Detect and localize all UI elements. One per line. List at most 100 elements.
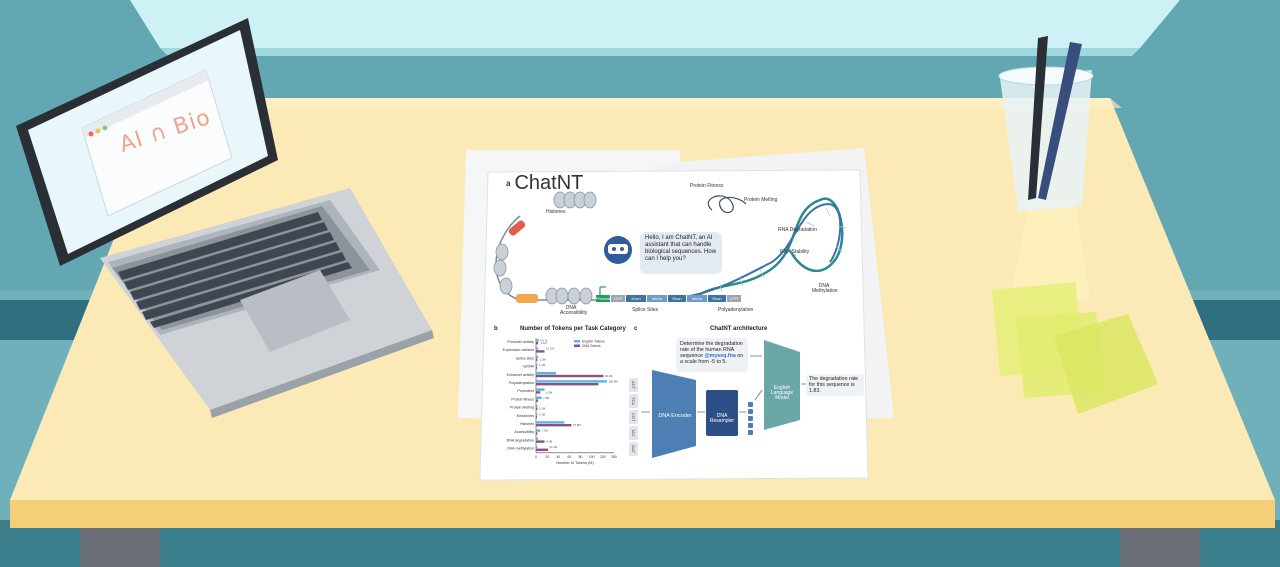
- gene-part-exon: Exon: [668, 295, 686, 302]
- chart-value-label: 2.5M: [540, 358, 547, 362]
- chart-bar: [536, 432, 538, 435]
- panel-a-label: a: [506, 179, 511, 189]
- label-dna-methylation: DNA Methylation: [812, 283, 838, 294]
- window-dots: [88, 125, 108, 137]
- chatnt-title: ChatNT: [514, 172, 584, 194]
- chart-value-label: 6.3M: [546, 390, 553, 394]
- chart-x-tick: 60: [568, 455, 572, 459]
- chart-bar: [536, 415, 537, 419]
- chart-value-label: 67.8M: [573, 423, 581, 427]
- chart-category-label: Protein fitness: [511, 397, 534, 401]
- chart-bar: [536, 404, 538, 408]
- chart-category-label: RNA degradation: [507, 438, 534, 442]
- prompt-text-part1: Determine the degradation rate of the hu…: [680, 341, 743, 360]
- chart-bar: [536, 407, 538, 410]
- prompt-text-part2: on a scale from -5 to 5.: [680, 353, 744, 366]
- chart-bar: [536, 374, 604, 378]
- dna-token: CGT: [629, 410, 638, 424]
- chart-category-label: Expression variants: [503, 348, 535, 352]
- chart-category-label: DNA methylation: [507, 447, 534, 451]
- chart-bar: [536, 396, 542, 399]
- label-dna-accessibility: DNA Accessibility: [560, 305, 588, 316]
- chart-bar: [536, 350, 545, 353]
- chart-bar: [536, 358, 538, 361]
- prompt-text: Determine the degradation rate of the hu…: [680, 341, 744, 365]
- chart-x-tick: 350: [611, 455, 617, 459]
- chart-bar: [536, 383, 599, 386]
- label-histones: Histones: [546, 209, 566, 215]
- answer-text: The degradation rate for this sequence i…: [809, 376, 859, 395]
- chart-bar: [536, 372, 556, 375]
- chart-bar: [536, 421, 565, 424]
- chart-legend-swatch: [574, 340, 580, 343]
- dna-token: GAT: [629, 442, 638, 456]
- chart-value-label: 4.0 M: [540, 339, 548, 343]
- chat-bubble-text: Hello, I am ChatNT, an AI assistant that…: [645, 235, 717, 262]
- llm-label: English Language Model: [770, 385, 794, 401]
- chart-bar: [536, 413, 538, 416]
- chart-bar: [536, 440, 545, 443]
- chart-value-label: 5.1M: [539, 407, 546, 411]
- chart-x-tick: 0: [535, 455, 537, 459]
- chart-category-label: Promoter activity: [507, 340, 534, 344]
- chart-x-tick: 100: [589, 455, 595, 459]
- panel-b-title: Number of Tokens per Task Category: [520, 326, 626, 332]
- chart-value-label: 1.3M: [539, 412, 546, 416]
- window-dot-yellow: [95, 128, 101, 134]
- dna-token: ACT: [629, 378, 638, 392]
- window-dot-green: [102, 125, 108, 131]
- label-protein-fitness: Protein Fitness: [690, 183, 724, 189]
- chart-bar: [536, 380, 607, 383]
- chart-x-tick: 80: [579, 455, 583, 459]
- chart-bar: [536, 437, 539, 440]
- chart-x-label: Number of Tokens (M): [556, 461, 594, 465]
- panel-c-title: ChatNT architecture: [710, 326, 768, 332]
- label-rna-degradation: RNA Degradation: [778, 227, 817, 233]
- gene-part-exon: Exon: [708, 295, 726, 302]
- label-protein-melting: Protein Melting: [744, 197, 778, 203]
- chart-bar: [536, 363, 538, 367]
- window-dot-red: [88, 131, 94, 137]
- chart-bar: [536, 424, 572, 427]
- chart-category-label: Protein Melting: [510, 406, 534, 410]
- chart-value-label: 100.9M: [608, 380, 618, 384]
- dna-resampler-label: DNA Resampler: [709, 413, 735, 424]
- label-splice-sites: Splice Sites: [632, 307, 659, 313]
- chart-category-label: Histones: [520, 422, 534, 426]
- dna-token: TAC: [629, 426, 638, 440]
- chart-bar: [536, 339, 539, 342]
- gene-part-exon: Exon: [626, 295, 646, 302]
- chart-bar: [536, 388, 545, 391]
- chart-legend-swatch: [574, 344, 580, 347]
- chart-value-label: 21.1M: [550, 445, 558, 449]
- chart-bar: [536, 445, 538, 449]
- chart-legend-label: DNA Tokens: [582, 344, 601, 348]
- gene-part-intron: Intron: [687, 295, 707, 302]
- label-rna-stability: RNA Stability: [780, 249, 810, 255]
- chart-legend-label: English Tokens: [582, 339, 605, 343]
- chart-value-label: 7.3M: [542, 429, 549, 433]
- chart-bar: [536, 399, 539, 402]
- chart-category-label: Enhancers: [517, 414, 534, 418]
- chart-bar: [536, 429, 541, 432]
- chart-value-label: 7.9M: [543, 396, 550, 400]
- chart-bar: [536, 342, 539, 345]
- chart-x-tick: 200: [600, 455, 606, 459]
- chart-category-label: Polyadenylation: [509, 381, 534, 385]
- chart-bar: [536, 355, 539, 358]
- gene-part-utr: UTR: [611, 295, 625, 302]
- chart-value-label: 1.1M: [539, 363, 546, 367]
- chart-bar: [536, 448, 549, 451]
- chart-category-label: Splice sites: [516, 356, 534, 360]
- chart-value-label: 1.1M: [540, 341, 547, 345]
- dna-token: TCA: [629, 394, 638, 408]
- chart-value-label: 12.1M: [546, 347, 554, 351]
- chart-category-label: Promoters: [517, 389, 534, 393]
- label-polyadenylation: Polyadenylation: [718, 307, 754, 313]
- gene-part-intron: Intron: [647, 295, 667, 302]
- chart-category-label: ncRNA: [523, 365, 535, 369]
- chart-bar: [536, 391, 541, 394]
